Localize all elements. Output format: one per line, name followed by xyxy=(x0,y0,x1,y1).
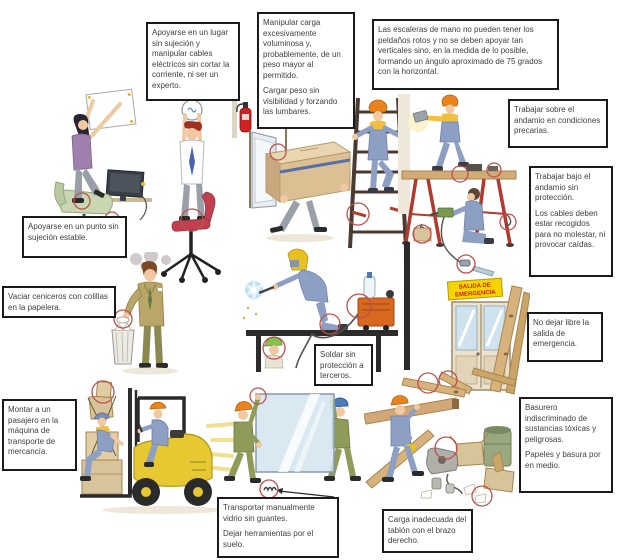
scene-box-carry xyxy=(228,96,356,250)
emergency-sign: SALIDA DE EMERGENCIA xyxy=(446,277,504,301)
welder-figure xyxy=(258,248,348,332)
driver-figure xyxy=(137,401,169,467)
scene-poster-hanging xyxy=(50,88,152,240)
callout-text: Apoyarse en un punto sin sujeción establ… xyxy=(28,222,119,242)
mortar-box xyxy=(413,227,432,242)
callout-text: Vaciar ceniceros con colillas en la pape… xyxy=(8,292,108,312)
callout-text: Trabajar bajo el andamio sin protección. xyxy=(535,172,591,203)
blocking-planks xyxy=(438,285,530,395)
callout-text: Montar a un pasajero en la máquina de tr… xyxy=(8,405,59,457)
callout-text: Carga inadecuada del tablón con el brazo… xyxy=(388,515,467,546)
work-table xyxy=(246,313,398,372)
hazard-circle xyxy=(113,309,133,329)
emergency-sign-line2: EMERGENCIA xyxy=(455,290,497,299)
callout-carga-tablon: Carga inadecuada del tablón con el brazo… xyxy=(382,509,473,553)
callout-escaleras-mano: Las escaleras de mano no pueden tener lo… xyxy=(372,19,559,90)
callout-vidrio: Transportar manualmente vidrio sin guant… xyxy=(217,497,339,558)
callout-apoyarse-punto: Apoyarse en un punto sin sujeción establ… xyxy=(22,216,127,258)
callout-montar-pasajero: Montar a un pasajero en la máquina de tr… xyxy=(2,399,77,471)
callout-text: Cargar peso sin visibilidad y forzando l… xyxy=(263,86,338,117)
plank-worker xyxy=(382,395,424,482)
callout-text: Las escaleras de mano no pueden tener lo… xyxy=(378,25,543,77)
callout-text: Los cables deben estar recogidos para no… xyxy=(535,208,606,250)
wheels xyxy=(102,478,222,514)
callout-salida-emergencia: No dejar libre la salida de emergencia. xyxy=(527,312,603,362)
carrier-legs xyxy=(266,200,334,242)
callout-andamio-bajo: Trabajar bajo el andamio sin protección.… xyxy=(529,166,613,277)
callout-text: Dejar herramientas por el suelo. xyxy=(223,529,314,549)
callout-text: Basurero indiscriminado de sustancias tó… xyxy=(525,403,597,444)
waste-basket xyxy=(111,322,135,365)
scaffold-deck xyxy=(401,164,517,180)
scene-forklift xyxy=(72,374,234,522)
kneeling-worker xyxy=(429,188,494,244)
top-worker xyxy=(412,94,469,171)
callout-apoyarse-lugar: Apoyarse en un lugar sin sujeción y mani… xyxy=(146,22,240,101)
plug xyxy=(459,259,471,267)
observer-figure xyxy=(262,337,284,369)
scene-scaffold xyxy=(398,94,528,294)
scene-plank-waste xyxy=(364,366,520,516)
desk-and-monitor xyxy=(100,169,152,221)
scene-glass-carry xyxy=(222,386,368,510)
callout-text: Soldar sin protección a terceros. xyxy=(320,350,364,381)
callout-basurero: Basurero indiscriminado de sustancias tó… xyxy=(519,397,613,493)
hazard-circle xyxy=(91,380,115,404)
callout-ceniceros: Vaciar ceniceros con colillas en la pape… xyxy=(2,286,116,318)
smoker-figure xyxy=(116,261,168,368)
hazard-circle xyxy=(269,143,287,161)
left-worker xyxy=(224,394,262,483)
paper-on-wall xyxy=(85,88,137,131)
fire-extinguisher xyxy=(232,98,252,138)
passenger-figure xyxy=(80,412,124,481)
scene-bulb-change xyxy=(148,96,236,288)
callout-text: Apoyarse en un lugar sin sujeción y mani… xyxy=(152,28,230,90)
trowel xyxy=(471,265,495,277)
callout-text: Trabajar sobre el andamio en condiciones… xyxy=(514,105,601,136)
callout-text: Manipular carga excesivamente voluminosa… xyxy=(263,18,341,80)
waste-pile xyxy=(420,426,515,504)
scene-welder xyxy=(226,242,418,382)
callout-soldar: Soldar sin protección a terceros. xyxy=(314,344,373,386)
man-figure xyxy=(179,113,208,221)
woman-figure xyxy=(71,99,122,203)
callout-text: No dejar libre la salida de emergencia. xyxy=(533,318,590,349)
big-box xyxy=(264,141,352,203)
callout-text: Transportar manualmente vidrio sin guant… xyxy=(223,503,315,523)
hazard-circles xyxy=(262,293,372,360)
climber-figure xyxy=(352,99,404,193)
callout-text: Papeles y basura por en medio. xyxy=(525,450,601,470)
emergency-sign-line1: SALIDA DE xyxy=(459,282,491,290)
callout-andamio-sobre: Trabajar sobre el andamio en condiciones… xyxy=(508,99,608,148)
fallen-planks xyxy=(401,367,517,398)
hazard-circle xyxy=(346,202,370,226)
callout-manipular-carga: Manipular carga excesivamente voluminosa… xyxy=(257,12,355,129)
welding-machine xyxy=(357,272,395,331)
hazard-circles xyxy=(417,372,493,507)
hazard-circles xyxy=(412,162,517,274)
shadow xyxy=(122,367,178,375)
glass-pane xyxy=(255,393,335,473)
wall xyxy=(398,94,410,214)
post xyxy=(404,242,410,370)
weld-spark xyxy=(242,278,265,320)
hazard-circle xyxy=(180,208,204,232)
scene-smoker xyxy=(106,252,190,378)
